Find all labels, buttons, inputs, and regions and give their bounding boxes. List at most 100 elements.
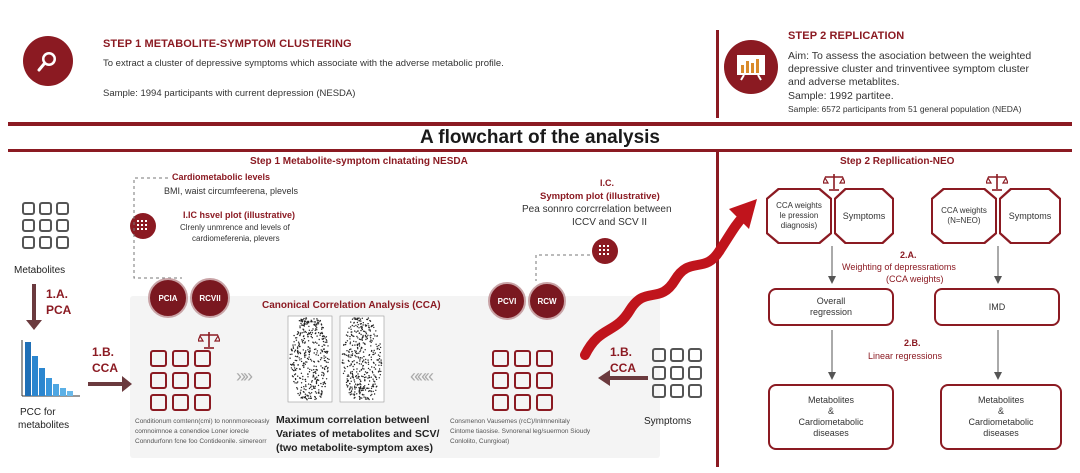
pill-pcvi: PCVI [488, 282, 526, 320]
out-right-2: & [997, 406, 1004, 416]
pcc-label-2: metabolites [18, 420, 70, 431]
replication-squiggle-arrow [580, 199, 757, 360]
symptoms-box-right: Symptoms [999, 188, 1061, 244]
cca-weights-left-line2: le pression [779, 211, 819, 220]
max-corr-1: Maximum correlation betweenl [276, 414, 430, 426]
pill-pca: PCIA [148, 278, 188, 318]
step-2a-label: 2.A. [900, 250, 917, 260]
arrow-2a-right [994, 246, 1002, 284]
imd-label: IMD [988, 301, 1006, 312]
section-divider [716, 152, 719, 467]
cca-left-arrow [88, 376, 132, 392]
step-2a-text1: Weighting of depressratioms [842, 262, 956, 272]
cardio-levels-title: Cardiometabolic levels [172, 172, 271, 182]
step-1b-right-sub: CCA [610, 361, 636, 375]
step-1a-label: 1.A. [46, 287, 69, 301]
ic-plot-grid-icon [130, 213, 156, 239]
step-2a-text2: (CCA weights) [886, 274, 944, 284]
step1-badge [23, 36, 73, 86]
metabolites-label: Metabolites [14, 265, 66, 276]
cca-weights-right-line2: (N=NEO) [947, 216, 981, 225]
cca-weights-left-line1: CCA weights [776, 201, 822, 210]
out-left-1: Metabolites [807, 395, 855, 405]
step-2b-label: 2.B. [904, 338, 921, 348]
pill-rcw: RCW [528, 282, 566, 320]
step-1b-left-sub: CCA [92, 361, 118, 375]
cca-scatter-plots [287, 315, 385, 403]
ic-plot-text2: cardiomeferenia, plevers [192, 234, 280, 243]
arrow-chevrons-right: ««« [410, 366, 434, 386]
left-fine-3: Conndurfonn fcne foo Contideonile. simer… [135, 438, 267, 445]
step2-header-sample1: Sample: 1992 partitee. [788, 90, 894, 102]
out-left-3: Cardiometabolic [798, 417, 864, 427]
symptom-plot-text2: ICCV and SCV II [572, 217, 648, 228]
symptoms-box-right-label: Symptoms [1008, 211, 1052, 221]
ic-plot-title: I.IC hsvel plot (illustrative) [183, 210, 296, 220]
symptom-plot-label: I.C. [600, 178, 615, 188]
overall-line1: Overall [816, 296, 846, 306]
out-left-4: diseases [813, 428, 849, 438]
overall-regression-box: Overall regression [768, 288, 894, 326]
outcome-box-right: Metabolites & Cardiometabolic diseases [940, 384, 1062, 450]
step-1a-sub: PCA [46, 303, 72, 317]
magnifier-icon [37, 52, 56, 72]
step-1b-right-label: 1.B. [610, 345, 633, 359]
symptoms-label: Symptoms [644, 416, 692, 427]
cca-weights-box-right: CCA weights (N=NEO) [931, 188, 997, 244]
arrow-2a-left [828, 246, 836, 284]
step-2b-text: Linear regressions [868, 351, 943, 361]
out-right-4: diseases [983, 428, 1019, 438]
max-corr-2: Variates of metabolites and SCV/ [276, 428, 440, 440]
banner-line-bottom [8, 149, 1072, 152]
symptoms-box-left-label: Symptoms [842, 211, 886, 221]
left-fine-1: Conditionum comtenn(cmi) to nonnmoreceas… [135, 418, 270, 425]
out-right-3: Cardiometabolic [968, 417, 1034, 427]
cca-metabolite-grid [150, 350, 211, 411]
right-fine-2: Cintome tiaosise. Svnorenal leg/suermon … [450, 428, 591, 435]
step2-header-title: STEP 2 REPLICATION [788, 30, 905, 42]
header-divider [716, 30, 719, 118]
pca-scree-plot [21, 340, 80, 397]
cca-panel [130, 296, 660, 458]
balance-scale-icon [198, 332, 220, 349]
bar-chart-board-icon [737, 55, 765, 81]
cca-title: Canonical Correlation Analysis (CCA) [262, 300, 441, 311]
max-corr-3: (two metabolite-symptom axes) [276, 442, 433, 454]
banner-title: A flowchart of the analysis [419, 127, 660, 148]
symptoms-grid-icon [652, 348, 702, 398]
banner-line-top [8, 122, 1072, 126]
out-right-1: Metabolites [977, 395, 1025, 405]
symptoms-box-left: Symptoms [834, 188, 894, 244]
scale-icon-left [823, 174, 845, 191]
scale-icon-right [986, 174, 1008, 191]
symptom-plot-grid-icon [592, 238, 618, 264]
cardio-levels-text: BMI, waist circumfeerena, plevels [164, 186, 299, 196]
cca-weights-box-left: CCA weights le pression diagnosis) [766, 188, 832, 244]
symptom-plot-text1: Pea sonnro corcrrelation between [522, 204, 672, 215]
arrow-chevrons-left: »» [236, 366, 253, 386]
step2-header-aim: Aim: To assess the asociation between th… [788, 50, 1032, 88]
step2-badge [724, 40, 778, 94]
metabolites-grid-icon [22, 202, 69, 249]
ic-plot-text1: Clrenly unmrence and levels of [180, 223, 290, 232]
arrow-2b-right [994, 330, 1002, 380]
step1-header-desc: To extract a cluster of depressive sympt… [103, 58, 504, 69]
cca-weights-right-line1: CCA weights [941, 206, 987, 215]
cca-symptom-grid [492, 350, 553, 411]
out-left-2: & [827, 406, 834, 416]
symptom-dashed-connector [535, 254, 590, 281]
step-1b-left-label: 1.B. [92, 345, 115, 359]
arrow-2b-left [828, 330, 836, 380]
overall-line2: regression [809, 307, 853, 317]
cca-right-arrow [598, 370, 648, 386]
step2-header-sample2: Sample: 6572 participants from 51 genera… [788, 104, 1022, 114]
left-section-title: Step 1 Metabolite-symptom clnatating NES… [250, 156, 468, 167]
step1-header-sample: Sample: 1994 participants with current d… [103, 88, 356, 99]
imd-box: IMD [934, 288, 1060, 326]
cardio-dashed-connector [133, 177, 182, 279]
right-section-title: Step 2 Repllication-NEO [840, 156, 955, 167]
left-fine-2: comnoimnoe a conendioe Loner iorecle [135, 428, 249, 435]
right-fine-3: Conlolito, Cunrgioat) [450, 438, 510, 445]
cca-weights-left-line3: diagnosis) [780, 221, 818, 230]
outcome-box-left: Metabolites & Cardiometabolic diseases [768, 384, 894, 450]
